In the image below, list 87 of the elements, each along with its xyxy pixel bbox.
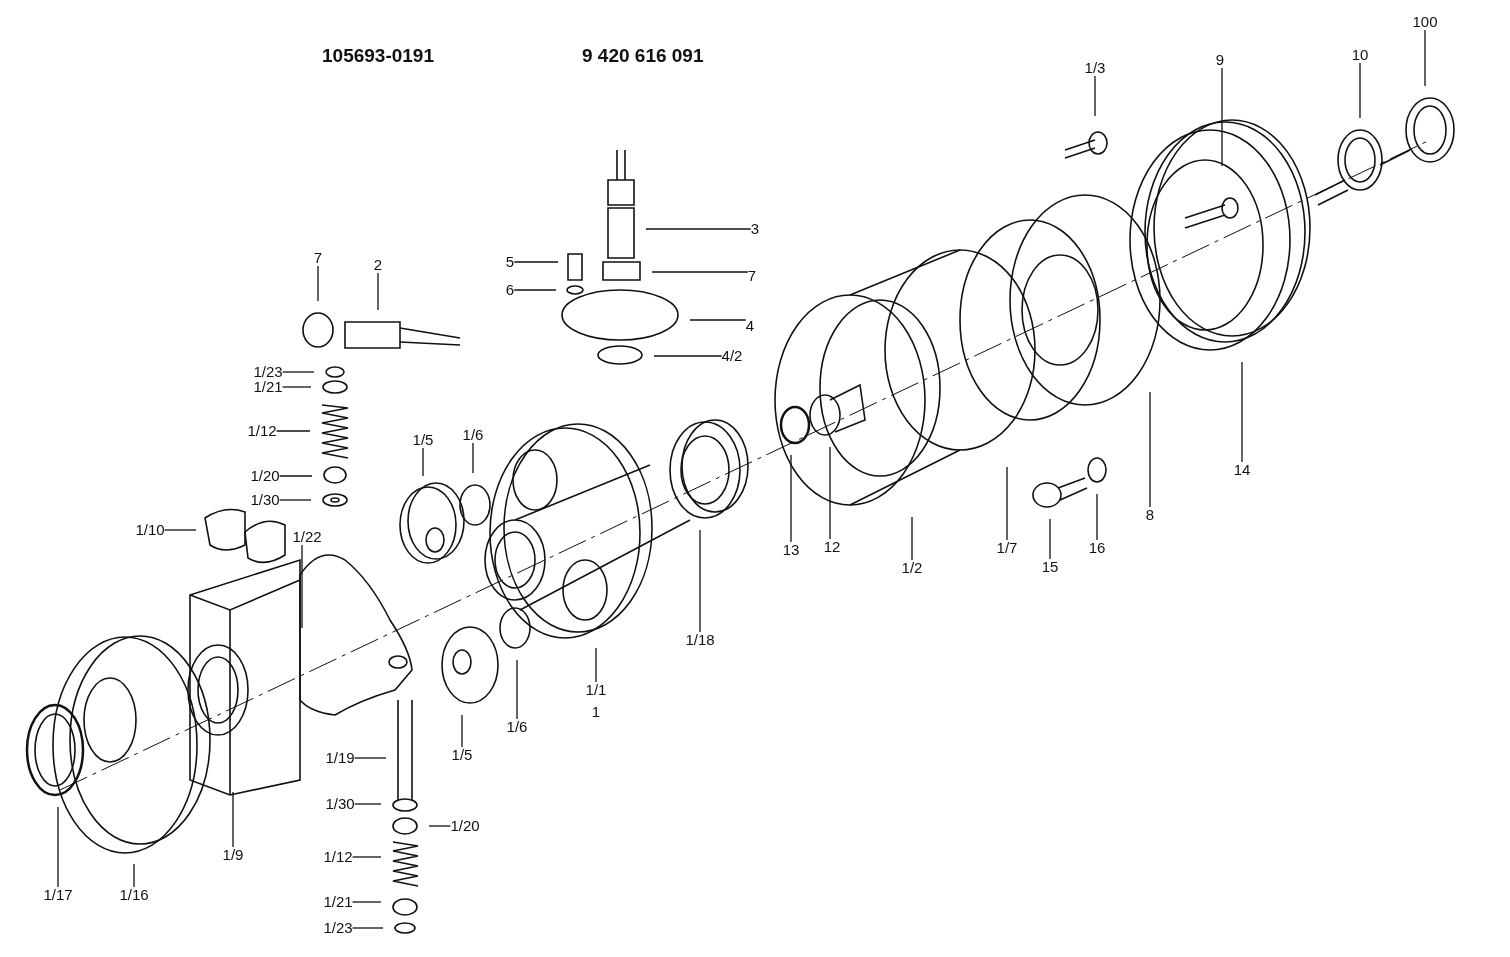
leader-line	[1006, 466, 1008, 541]
leader-line	[1096, 493, 1098, 541]
callout-number: 1/5	[412, 432, 434, 448]
leader-line	[281, 386, 312, 388]
leader-line	[351, 856, 382, 858]
callout-number: 1/1	[585, 682, 607, 698]
leader-line	[645, 228, 752, 230]
leader-line	[317, 265, 319, 302]
callout-number: 1/5	[451, 747, 473, 763]
leader-line	[1359, 62, 1361, 119]
callout-number: 1/19	[325, 750, 355, 766]
callout-number: 1/6	[506, 719, 528, 735]
callout-number: 2	[373, 257, 383, 273]
leader-line	[1094, 75, 1096, 117]
part-number: 105693-0191	[322, 45, 434, 67]
callout-number: 15	[1041, 559, 1059, 575]
callout-number: 4	[745, 318, 755, 334]
callout-number: 1/20	[250, 468, 280, 484]
callout-number: 1/23	[253, 364, 283, 380]
callout-number: 7	[747, 268, 757, 284]
callout-number: 6	[505, 282, 515, 298]
callout-number: 9	[1215, 52, 1225, 68]
leader-line	[1049, 518, 1051, 560]
leader-line	[461, 714, 463, 748]
callout-number: 16	[1088, 540, 1106, 556]
callout-number: 3	[750, 221, 760, 237]
callout-number: 1/23	[323, 920, 353, 936]
leader-line	[790, 454, 792, 543]
leader-line	[513, 261, 559, 263]
leader-line	[278, 475, 313, 477]
callout-number: 8	[1145, 507, 1155, 523]
callout-number: 5	[505, 254, 515, 270]
callout-number: 1/12	[323, 849, 353, 865]
leader-line	[1241, 361, 1243, 463]
leader-line	[651, 271, 749, 273]
callout-number: 1/2	[901, 560, 923, 576]
callout-number: 1/30	[325, 796, 355, 812]
callout-number: 1/9	[222, 847, 244, 863]
part-number: 9 420 616 091	[582, 45, 704, 67]
leader-line	[1149, 391, 1151, 508]
leader-line	[428, 825, 452, 827]
leader-line	[57, 806, 59, 888]
leader-line	[595, 647, 597, 683]
leader-line	[301, 544, 303, 629]
callout-number: 1/12	[247, 423, 277, 439]
leader-line	[163, 529, 197, 531]
leader-line	[133, 863, 135, 888]
callout-number: 13	[782, 542, 800, 558]
leader-line	[689, 319, 747, 321]
callout-number: 1/6	[462, 427, 484, 443]
leader-line	[653, 355, 723, 357]
callout-number: 14	[1233, 462, 1251, 478]
callout-number: 1/10	[135, 522, 165, 538]
leader-line	[516, 659, 518, 720]
callout-number: 1/7	[996, 540, 1018, 556]
callout-number: 1/21	[323, 894, 353, 910]
leader-line	[1221, 67, 1223, 167]
callout-number: 4/2	[721, 348, 743, 364]
leader-line	[911, 516, 913, 561]
leader-line	[829, 446, 831, 540]
leader-line	[699, 529, 701, 633]
leader-line	[472, 442, 474, 474]
leader-line	[377, 272, 379, 311]
callout-number: 1	[591, 704, 601, 720]
callout-number: 1/18	[685, 632, 715, 648]
callout-number: 1/21	[253, 379, 283, 395]
leader-line	[353, 757, 387, 759]
callout-number: 1/30	[250, 492, 280, 508]
leader-line	[422, 447, 424, 477]
leader-line	[351, 901, 382, 903]
callout-number: 12	[823, 539, 841, 555]
leader-line	[351, 927, 384, 929]
leader-line	[275, 430, 311, 432]
callout-number: 1/3	[1084, 60, 1106, 76]
leader-line	[1424, 29, 1426, 87]
leader-line	[513, 289, 557, 291]
callout-number: 100	[1412, 14, 1438, 30]
leader-line	[281, 371, 315, 373]
callout-number: 1/16	[119, 887, 149, 903]
callout-number: 1/17	[43, 887, 73, 903]
callout-number: 1/20	[450, 818, 480, 834]
leader-line	[353, 803, 382, 805]
leader-line	[278, 499, 312, 501]
callout-number: 10	[1351, 47, 1369, 63]
callout-number: 1/22	[292, 529, 322, 545]
leader-line	[232, 791, 234, 848]
callout-number: 7	[313, 250, 323, 266]
